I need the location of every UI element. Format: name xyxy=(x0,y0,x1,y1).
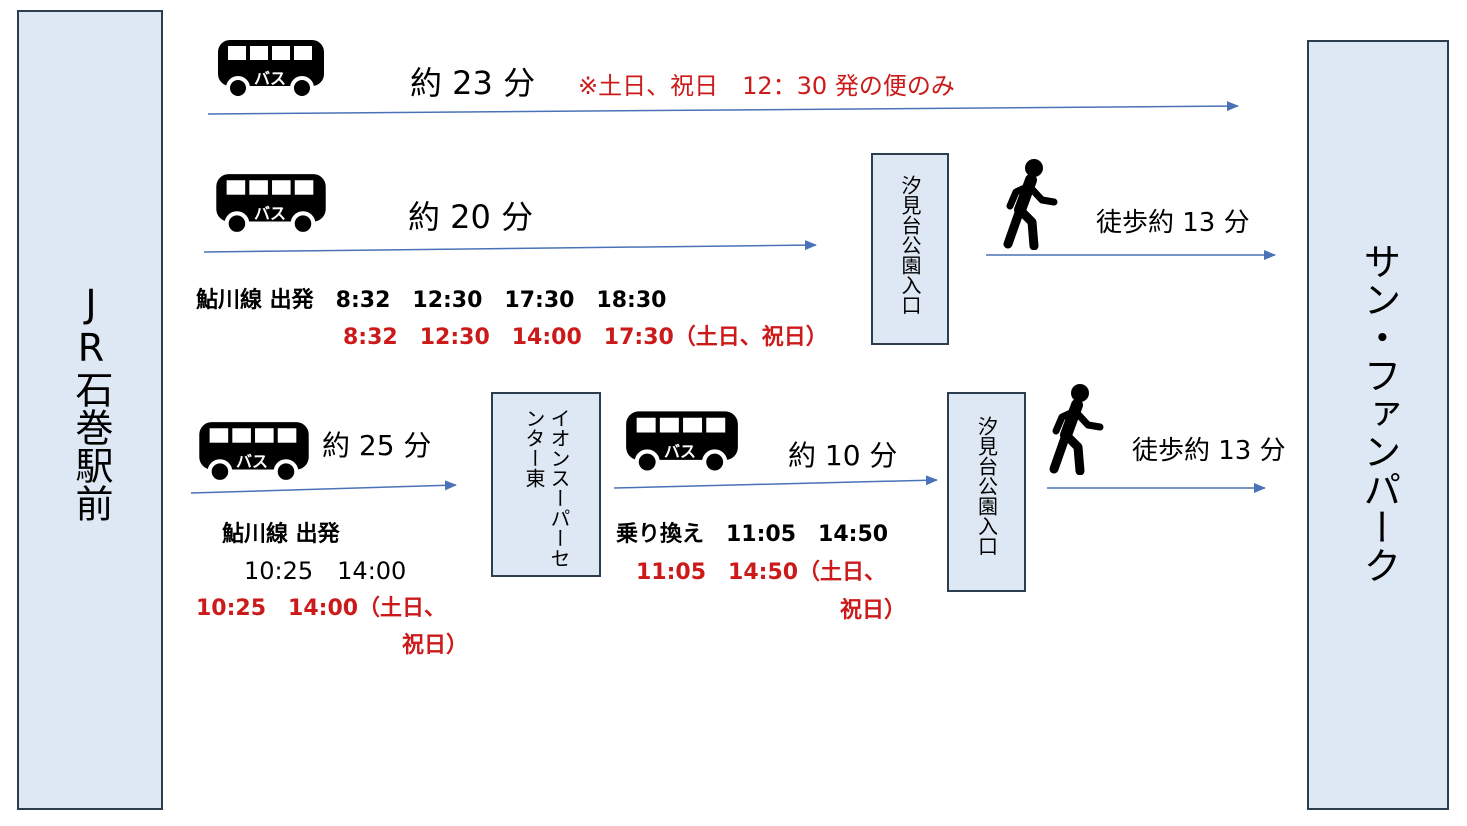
route3-stop-label: 汐見台公園入口 xyxy=(974,416,999,556)
route3-transfer-times: 乗り換え 11:05 14:50 xyxy=(616,522,889,547)
walking-person-icon xyxy=(1044,383,1106,476)
bus-label: バス xyxy=(236,452,269,471)
bus-label: バス xyxy=(664,442,697,461)
route3-transfer-holiday-times-cont: 祝日） xyxy=(840,598,907,623)
route3-bus2-arrow xyxy=(613,475,938,489)
transfer-stop-box: イオンスーパーセンター東 xyxy=(491,392,601,577)
route2-stop-box: 汐見台公園入口 xyxy=(871,153,949,345)
destination-box: サン・ファンパーク xyxy=(1307,40,1449,810)
route3-weekday-times: 10:25 14:00 xyxy=(244,557,407,585)
route3-walk-time: 徒歩約 13 分 xyxy=(1132,436,1286,466)
origin-station-box: JR石巻駅前 xyxy=(17,10,163,810)
route3-holiday-times: 10:25 14:00（土日、 xyxy=(196,596,447,621)
transfer-stop-label: イオンスーパーセンター東 xyxy=(522,408,571,568)
route2-duration: 約 20 分 xyxy=(408,198,534,236)
route3-stop-box: 汐見台公園入口 xyxy=(947,392,1026,592)
route3-line-label: 鮎川線 出発 xyxy=(222,522,340,547)
destination-label: サン・ファンパーク xyxy=(1356,242,1401,584)
bus-label: バス xyxy=(254,69,287,88)
route2-bus-arrow xyxy=(203,240,817,253)
route2-holiday-times: 8:32 12:30 14:00 17:30（土日、祝日） xyxy=(343,325,828,350)
route3-transfer-holiday-times: 11:05 14:50（土日、 xyxy=(636,560,887,585)
route2-walk-time: 徒歩約 13 分 xyxy=(1096,208,1250,238)
bus-icon: バス xyxy=(214,172,328,236)
bus-icon: バス xyxy=(196,420,312,484)
route1-note: ※土日、祝日 12：30 発の便のみ xyxy=(578,72,955,100)
bus-label: バス xyxy=(254,204,287,223)
route3-bus1-arrow xyxy=(190,480,457,494)
route3-duration2: 約 10 分 xyxy=(788,439,898,472)
route2-weekday-times: 鮎川線 出発 8:32 12:30 17:30 18:30 xyxy=(196,288,667,313)
bus-icon: バス xyxy=(216,38,326,100)
route2-stop-label: 汐見台公園入口 xyxy=(898,175,922,315)
bus-icon: バス xyxy=(624,409,740,475)
route3-duration1: 約 25 分 xyxy=(322,429,432,462)
route1-duration: 約 23 分 xyxy=(410,64,536,102)
route1-arrow xyxy=(207,101,1239,115)
walking-person-icon xyxy=(998,158,1060,251)
route3-holiday-times-cont: 祝日） xyxy=(402,633,469,658)
origin-station-label: JR石巻駅前 xyxy=(68,282,113,522)
